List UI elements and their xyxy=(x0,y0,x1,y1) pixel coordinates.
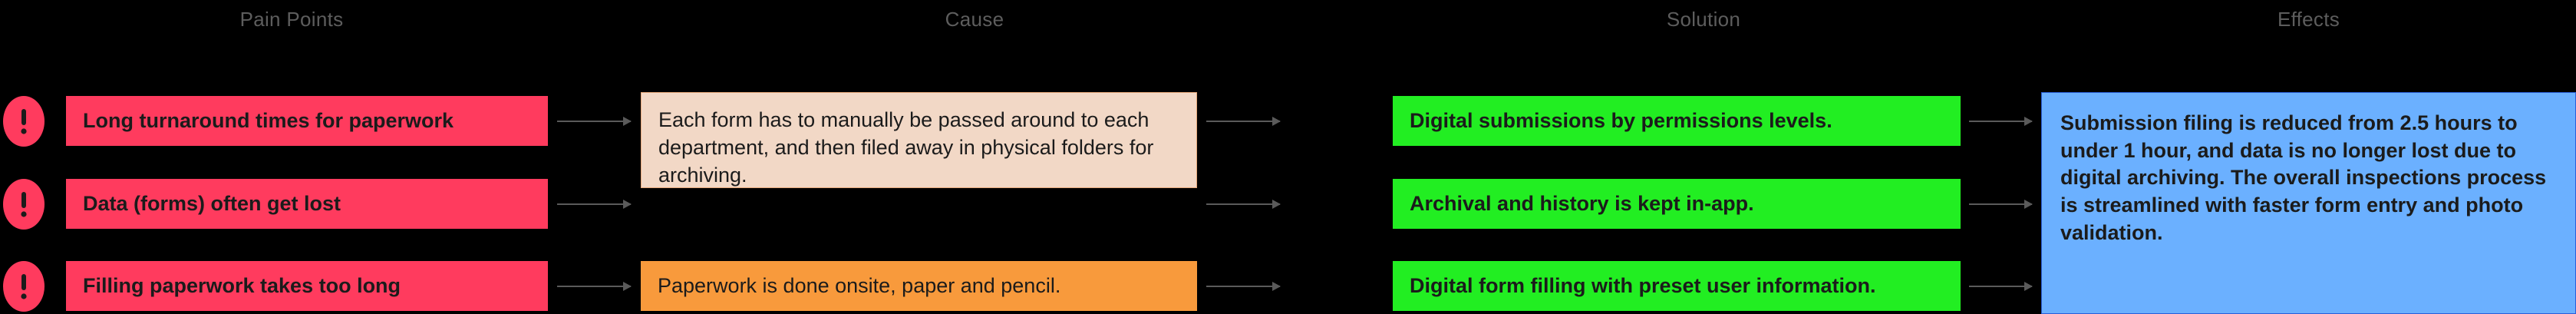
arrow-cause-to-solution-icon xyxy=(1206,282,1281,291)
pain-point-node[interactable]: Long turnaround times for paperwork xyxy=(66,96,548,146)
cause-node[interactable]: Each form has to manually be passed arou… xyxy=(641,92,1197,188)
pain-point-node[interactable]: Filling paperwork takes too long xyxy=(66,261,548,311)
column-header-effects: Effects xyxy=(2277,8,2340,31)
column-header-pain-points: Pain Points xyxy=(239,8,344,31)
alert-exclamation-icon xyxy=(3,179,45,230)
arrow-pain-to-cause-icon xyxy=(557,117,632,126)
column-header-cause: Cause xyxy=(945,8,1004,31)
cause-node[interactable]: Paperwork is done onsite, paper and penc… xyxy=(641,261,1197,311)
alert-exclamation-icon xyxy=(3,96,45,147)
arrow-cause-to-solution-icon xyxy=(1206,117,1281,126)
solution-node[interactable]: Digital form filling with preset user in… xyxy=(1393,261,1961,311)
alert-exclamation-icon xyxy=(3,261,45,312)
pain-point-node[interactable]: Data (forms) often get lost xyxy=(66,179,548,229)
arrow-cause-to-solution-icon xyxy=(1206,200,1281,209)
solution-node[interactable]: Archival and history is kept in-app. xyxy=(1393,179,1961,229)
arrow-pain-to-cause-icon xyxy=(557,200,632,209)
arrow-solution-to-effects-icon xyxy=(1969,200,2033,209)
solution-node[interactable]: Digital submissions by permissions level… xyxy=(1393,96,1961,146)
effects-node[interactable]: Submission filing is reduced from 2.5 ho… xyxy=(2041,92,2576,314)
arrow-pain-to-cause-icon xyxy=(557,282,632,291)
arrow-solution-to-effects-icon xyxy=(1969,282,2033,291)
arrow-solution-to-effects-icon xyxy=(1969,117,2033,126)
column-header-solution: Solution xyxy=(1666,8,1741,31)
